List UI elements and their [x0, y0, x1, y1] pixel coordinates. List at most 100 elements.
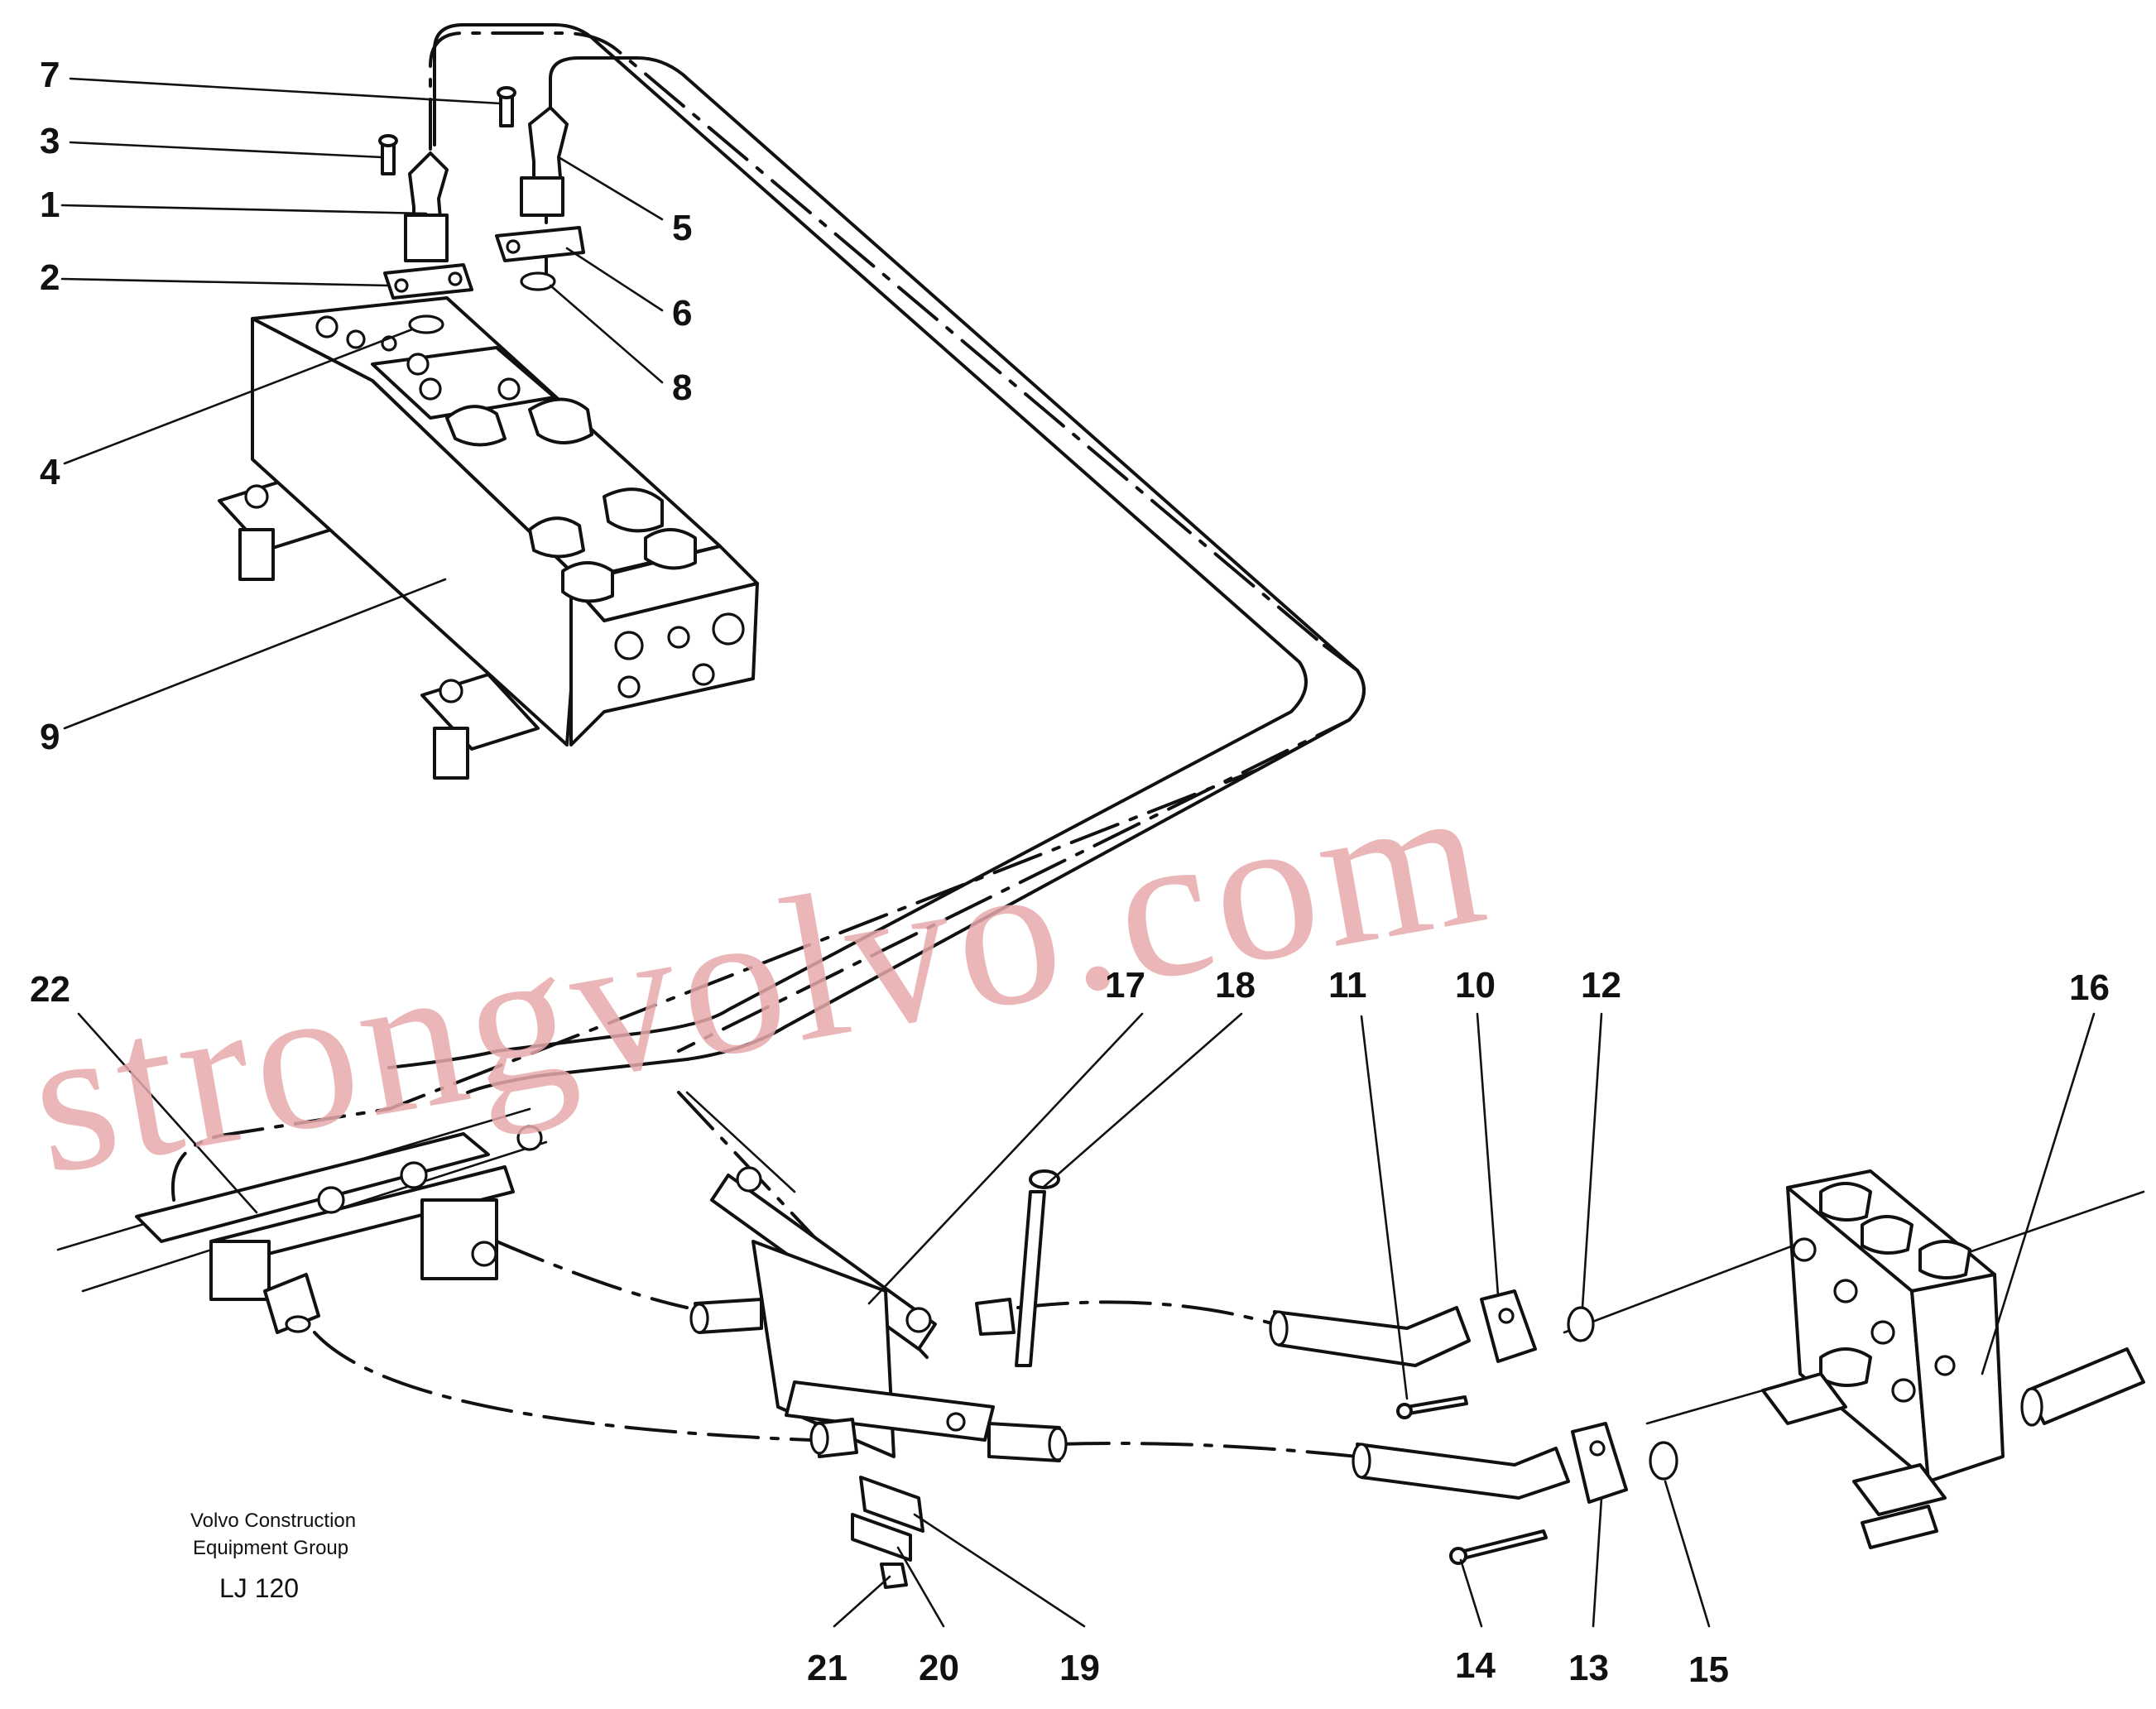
upper-valve-block — [218, 296, 759, 780]
hose-stub-a-end — [285, 1315, 311, 1333]
clamp-body-right — [420, 1198, 498, 1280]
end-face-hole-3 — [712, 612, 745, 646]
screw-11-head — [1396, 1403, 1413, 1419]
right-outgoing-hose-end — [2020, 1387, 2043, 1427]
flange-fitting-10 — [1480, 1289, 1537, 1363]
callout-22: 22 — [30, 969, 70, 1010]
right-clamp-4 — [1819, 1347, 1872, 1387]
leader-17 — [867, 1012, 1144, 1305]
top-hole-5 — [497, 377, 521, 401]
route-line-dash — [677, 1091, 929, 1359]
leader-2 — [60, 277, 391, 287]
fitting-5-body — [520, 176, 564, 217]
right-block-side — [1910, 1273, 2005, 1483]
clamp-bolt-4 — [471, 1241, 497, 1267]
flange-2-bolt-hole — [394, 278, 409, 293]
end-face-hole-1 — [614, 631, 644, 660]
upper-fittings — [378, 86, 585, 334]
caption-company-line1: Volvo Construction — [190, 1510, 356, 1532]
right-outgoing-hose — [2026, 1347, 2145, 1425]
clamp-bolt-3 — [516, 1125, 543, 1151]
top-hole-2 — [346, 329, 366, 349]
clamp-5 — [561, 561, 614, 603]
bracket-hole-foot — [946, 1412, 966, 1432]
top-hole-1 — [315, 315, 339, 338]
leader-11 — [1360, 1015, 1409, 1400]
lower-hose-dash-1 — [495, 1240, 689, 1309]
right-foot-3 — [1861, 1505, 1938, 1549]
screw-14 — [1459, 1529, 1548, 1560]
mid-hose-stub-3-end — [809, 1422, 829, 1455]
bracket-foot-17 — [785, 1380, 995, 1442]
leader-lines — [60, 77, 2096, 1628]
right-valve-block — [1761, 1169, 2145, 1549]
centerline-d — [170, 768, 1260, 1202]
hose-routes — [56, 23, 2145, 1458]
right-clamp-3 — [1918, 1240, 1971, 1279]
leader-10 — [1476, 1012, 1500, 1297]
callout-19: 19 — [1059, 1648, 1100, 1688]
clamp-body-left — [209, 1240, 271, 1301]
leader-13 — [1592, 1496, 1603, 1628]
hose-upper-right-end — [1269, 1310, 1289, 1347]
o-ring-8 — [520, 271, 556, 291]
callout-13: 13 — [1568, 1648, 1609, 1688]
washer-20 — [851, 1513, 912, 1562]
clamp-half-19 — [859, 1476, 924, 1533]
callout-14: 14 — [1455, 1645, 1496, 1686]
caption-drawing-code: LJ 120 — [219, 1573, 299, 1603]
screw-7-head — [497, 86, 516, 99]
callout-4: 4 — [40, 452, 60, 492]
end-face-hole-5 — [692, 663, 715, 686]
end-face-hole-2 — [667, 626, 690, 649]
right-block-hole-5 — [1934, 1355, 1956, 1376]
fitting-1-body — [404, 214, 449, 262]
upper-bracket-left-post — [238, 528, 275, 581]
callout-3: 3 — [40, 121, 60, 161]
right-block-hole-1 — [1792, 1237, 1817, 1262]
lower-hose-dash-2 — [313, 1331, 813, 1442]
leader-19 — [913, 1513, 1086, 1628]
leader-14 — [1459, 1558, 1483, 1628]
screw-14-head — [1449, 1547, 1467, 1565]
top-hole-3 — [406, 353, 430, 376]
fitting-13-bolt-hole — [1589, 1440, 1606, 1457]
leader-6 — [565, 247, 664, 312]
clamp-6 — [644, 528, 697, 570]
leader-22 — [77, 1012, 258, 1214]
right-block-hole-3 — [1870, 1320, 1895, 1345]
clamp-2 — [528, 397, 593, 444]
caption-company-line2: Equipment Group — [193, 1537, 348, 1559]
leader-21 — [833, 1575, 891, 1628]
callout-2: 2 — [40, 257, 60, 298]
mid-hose-stub-2 — [975, 1298, 1016, 1336]
long-line-right-1 — [1563, 1240, 1806, 1334]
clamp-bolt-1 — [317, 1186, 345, 1214]
leader-1 — [60, 204, 428, 215]
fitting-10-bolt-hole — [1498, 1308, 1515, 1324]
leader-7 — [69, 77, 502, 105]
flange-2-bolt-hole-b — [448, 271, 463, 286]
lower-left-bracket-assembly — [135, 1125, 543, 1334]
o-ring-15 — [1649, 1441, 1678, 1481]
callout-5: 5 — [672, 208, 692, 248]
bolt-18-head — [1029, 1169, 1060, 1189]
leader-15 — [1664, 1480, 1711, 1628]
valve-block-end-face — [569, 582, 759, 746]
bolt-18 — [1015, 1190, 1046, 1367]
screw-3-head — [378, 134, 398, 147]
leader-12 — [1581, 1012, 1603, 1309]
hose-upper-right — [1273, 1306, 1471, 1367]
callout-21: 21 — [807, 1648, 848, 1688]
callout-11: 11 — [1328, 965, 1367, 1006]
middle-bracket-assembly — [689, 1166, 1068, 1589]
callout-12: 12 — [1581, 965, 1621, 1006]
clamp-bolt-2 — [400, 1161, 428, 1189]
centerline-c — [677, 644, 1366, 1053]
callout-labels: 7 3 1 2 4 9 5 6 8 22 17 18 11 10 12 16 2… — [30, 55, 2110, 1690]
flange-fitting-13 — [1571, 1422, 1628, 1504]
leader-3 — [69, 141, 384, 159]
watermark: strongvolvo.com — [15, 737, 1503, 1217]
upper-bracket-right-bolt — [439, 679, 463, 703]
o-ring-4 — [408, 314, 444, 334]
